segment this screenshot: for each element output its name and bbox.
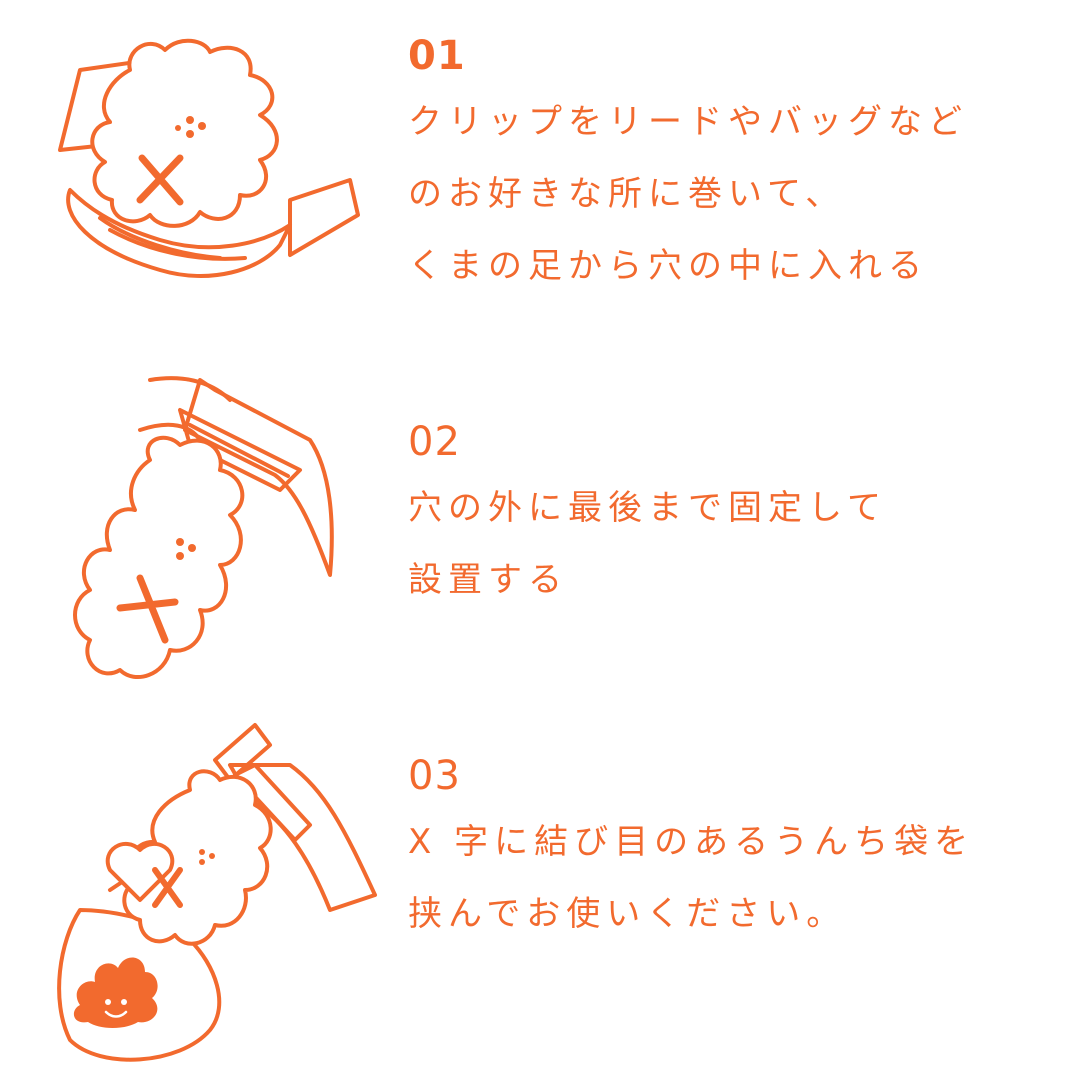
step-02-line-2: 設置する: [408, 560, 568, 600]
poop-icon: [73, 957, 158, 1028]
step-03: 03 X 字に結び目のあるうんち袋を 挟んでお使いください。: [0, 720, 1080, 1070]
step-02-line-1: 穴の外に最後まで固定して: [408, 488, 887, 528]
step-01: 01 クリップをリードやバッグなど のお好きな所に巻いて、 くまの足から穴の中に…: [0, 20, 1080, 320]
step-number: 03: [408, 753, 461, 799]
step-02: 02 穴の外に最後まで固定して 設置する: [0, 370, 1080, 700]
bear-clip-fastening-icon: [40, 370, 380, 700]
step-01-line-1: クリップをリードやバッグなど: [408, 102, 968, 142]
bear-clip-with-bag-icon: [40, 720, 380, 1070]
step-03-text: 03 X 字に結び目のあるうんち袋を 挟んでお使いください。: [408, 756, 974, 950]
step-number: 01: [408, 33, 466, 79]
step-03-line-2: 挟んでお使いください。: [408, 894, 847, 934]
step-01-line-2: のお好きな所に巻いて、: [408, 174, 846, 214]
step-03-line-1: X 字に結び目のあるうんち袋を: [408, 822, 975, 862]
step-number: 02: [408, 419, 461, 465]
step-01-text: 01 クリップをリードやバッグなど のお好きな所に巻いて、 くまの足から穴の中に…: [408, 36, 968, 302]
step-02-text: 02 穴の外に最後まで固定して 設置する: [408, 422, 887, 616]
step-01-line-3: くまの足から穴の中に入れる: [408, 246, 928, 286]
bear-clip-on-strap-icon: [40, 30, 380, 300]
